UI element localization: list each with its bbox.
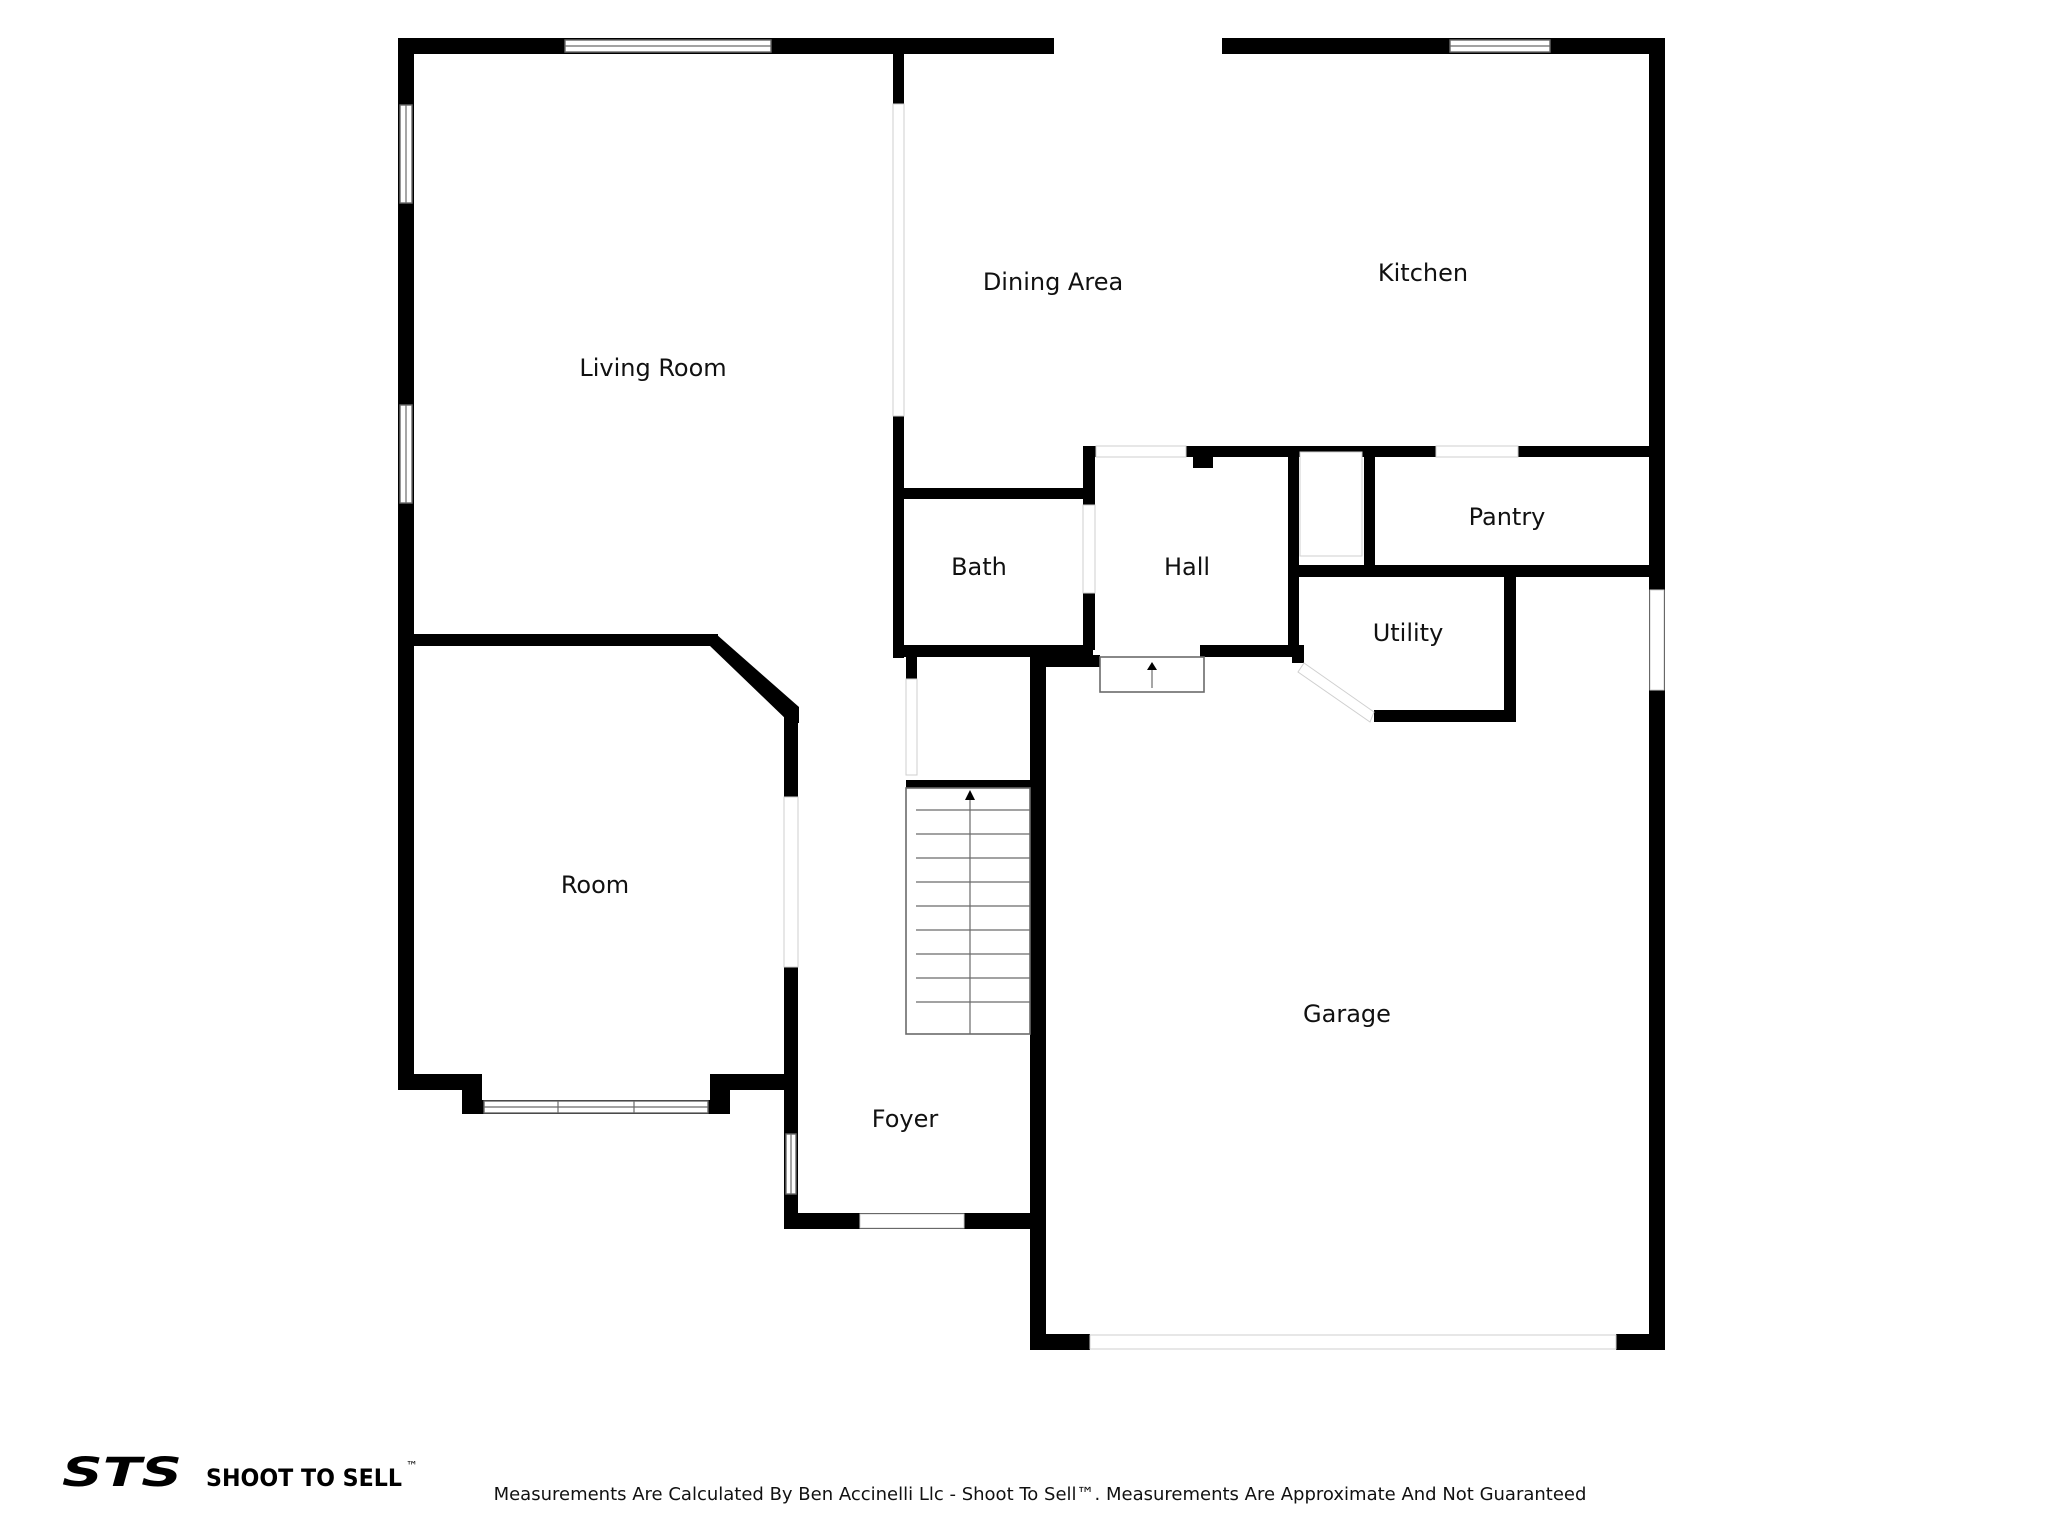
room-label-hall: Hall — [1164, 553, 1210, 581]
footer-disclaimer: Measurements Are Calculated By Ben Accin… — [493, 1484, 1587, 1505]
room-label-garage: Garage — [1303, 1000, 1391, 1028]
room-label-kitchen: Kitchen — [1378, 259, 1468, 287]
room-label-utility: Utility — [1373, 619, 1444, 647]
room-label-dining-area: Dining Area — [983, 268, 1123, 296]
sts-logo: STS SHOOT TO SELL ™ — [62, 1450, 418, 1496]
openings — [399, 39, 1665, 1350]
room-label-pantry: Pantry — [1469, 503, 1546, 531]
room-label-bath: Bath — [951, 553, 1007, 581]
logo-trademark: ™ — [406, 1459, 418, 1473]
room-label-living-room: Living Room — [579, 354, 726, 382]
logo-mark: STS — [62, 1450, 182, 1496]
room-label-foyer: Foyer — [872, 1105, 939, 1133]
room-label-room: Room — [561, 871, 629, 899]
room-labels: Living Room Dining Area Kitchen Bath Hal… — [561, 259, 1546, 1133]
logo-name: SHOOT TO SELL — [206, 1464, 402, 1492]
walls — [398, 38, 1665, 1350]
staircase — [905, 787, 1031, 1035]
